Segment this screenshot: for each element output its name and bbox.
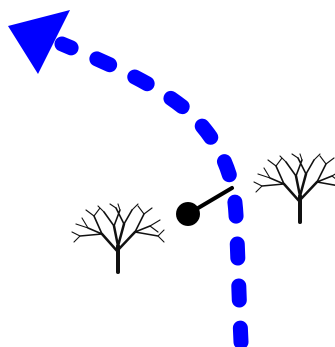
tree-right-icon [254,154,335,222]
position-marker [176,202,200,226]
tree-left-icon [72,204,164,272]
dashed-path [62,44,241,342]
